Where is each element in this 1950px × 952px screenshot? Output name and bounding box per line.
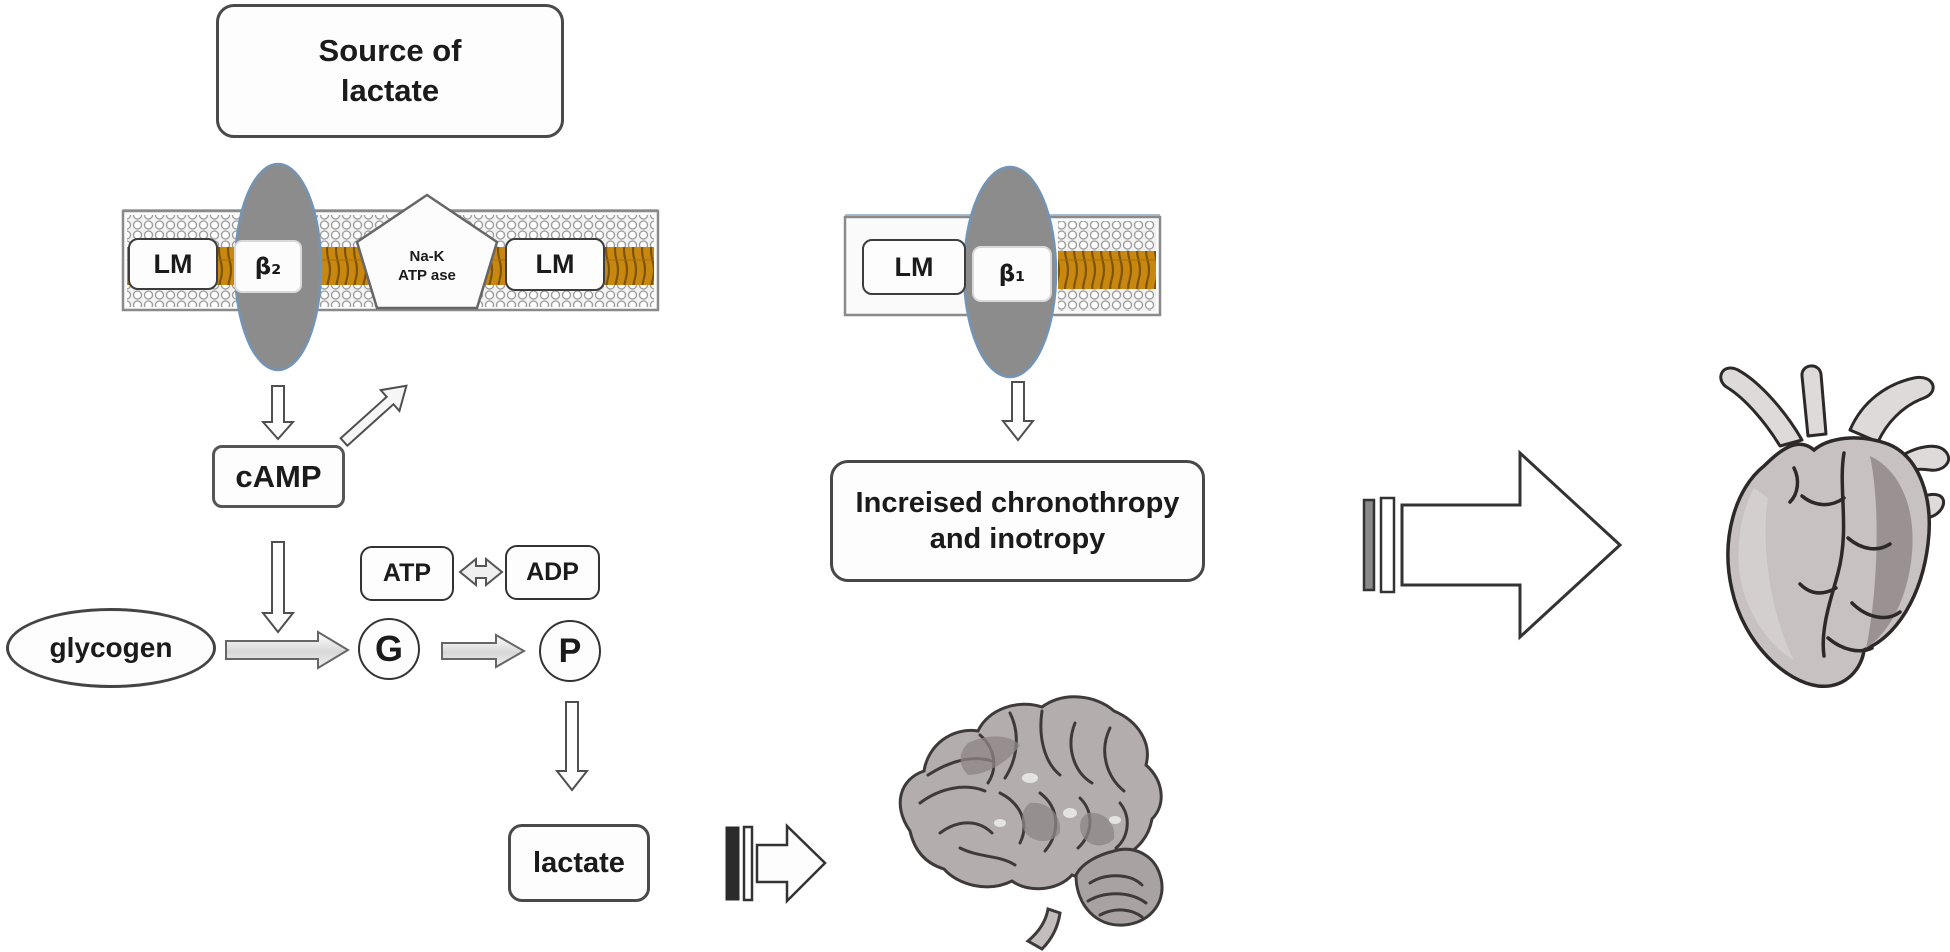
glycogen-label: glycogen — [49, 632, 173, 663]
arrow-g-to-p — [441, 633, 527, 669]
arrow-effect-to-heart — [1362, 449, 1623, 641]
beta2-label: β₂ — [254, 253, 282, 280]
adp-label: ADP — [526, 558, 579, 586]
heart-illustration — [1719, 364, 1950, 688]
g-label: G — [374, 628, 403, 669]
brain-shading — [960, 736, 1115, 846]
pump-line1: Na-K — [409, 247, 445, 265]
adp-box: ADP — [505, 545, 600, 600]
cerebellum — [1074, 847, 1164, 927]
arrow-camp-to-pump — [339, 384, 408, 448]
camp-label: cAMP — [235, 458, 322, 494]
arrow-p-to-lactate — [554, 701, 590, 792]
pump-line2: ATP ase — [398, 267, 456, 284]
source-line1: Source of — [318, 33, 462, 69]
lm-label: LM — [894, 251, 934, 282]
lm-label: LM — [153, 248, 193, 279]
arrow-atp-adp-exchange — [458, 556, 504, 588]
na-k-atpase-label: Na-K ATP ase — [367, 242, 487, 290]
arrow-camp-to-glycogenolysis — [260, 541, 296, 634]
effect-line2: and inotropy — [929, 523, 1106, 555]
beta2-receptor-label: β₂ — [234, 240, 302, 293]
beta1-receptor-label: β₁ — [972, 246, 1052, 302]
coronary-vessels — [1788, 451, 1902, 658]
atp-label: ATP — [382, 559, 432, 587]
heart-highlight — [1738, 488, 1794, 660]
lipid-tail-band — [1058, 251, 1156, 289]
arrow-glycogen-to-g — [225, 630, 350, 670]
brain-illustration — [898, 695, 1164, 951]
lipid-head-band-top — [1058, 221, 1156, 251]
lipid-head-band-bottom — [1058, 289, 1156, 311]
g-node: G — [358, 618, 420, 680]
beta1-label: β₁ — [998, 261, 1026, 287]
arrow-beta1-to-effect — [1000, 381, 1036, 442]
lactate-label: lactate — [533, 846, 625, 879]
glycogen-node: glycogen — [6, 608, 216, 688]
effect-line1: Increised chronothropy — [855, 486, 1180, 519]
heart-vessels — [1719, 364, 1950, 520]
brain-highlights — [994, 773, 1121, 827]
arrow-beta2-to-camp — [260, 385, 296, 441]
lm-box-left: LM — [128, 238, 218, 290]
source-line2: lactate — [340, 73, 440, 108]
lactate-box: lactate — [508, 824, 650, 902]
lm-label: LM — [535, 249, 575, 279]
na-k-atpase-pentagon — [355, 193, 499, 310]
brainstem — [1025, 907, 1062, 951]
p-node: P — [539, 620, 601, 682]
p-label: P — [558, 631, 582, 670]
camp-box: cAMP — [212, 445, 345, 508]
arrow-lactate-to-brain — [725, 823, 827, 905]
lm-box-right: LM — [862, 239, 966, 295]
chronotropy-inotropy-box: Increised chronothropy and inotropy — [830, 460, 1205, 582]
atp-box: ATP — [360, 546, 454, 601]
source-of-lactate-box: Source of lactate — [216, 4, 564, 138]
lm-box-mid: LM — [505, 238, 605, 291]
heart-shading — [1866, 456, 1913, 648]
